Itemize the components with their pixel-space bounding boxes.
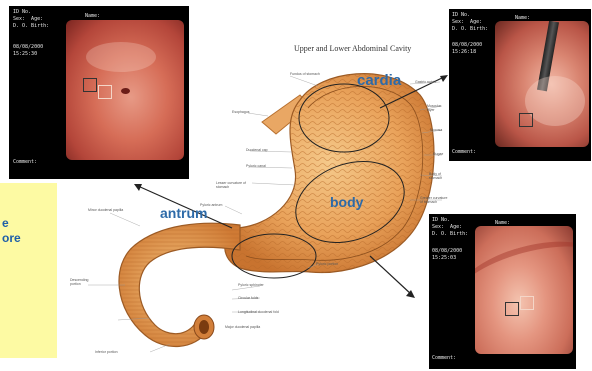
- label-body-of-stomach: Body of stomach: [429, 172, 449, 180]
- endoscopy-panel-3: ID No. Name: Sex: Age: D. O. Birth: 08/0…: [429, 214, 576, 369]
- panel-3-endoscopy-image: [475, 226, 573, 354]
- label-body: body: [330, 194, 363, 210]
- panel-2-time: 15:26:18: [452, 49, 476, 55]
- panel-2-id: ID No.: [452, 12, 470, 18]
- label-inferior-portion: Inferior portion: [95, 350, 137, 354]
- panel-1-time: 15:25:30: [13, 51, 37, 57]
- label-greater-curvature: Greater curvature of stomach: [420, 196, 448, 204]
- panel-1-name: Name:: [85, 13, 100, 19]
- label-longitudinal-fold: Longitudinal duodenal fold: [238, 310, 279, 314]
- panel-2-comment: Comment:: [452, 149, 476, 155]
- panel-3-time: 15:25:03: [432, 255, 456, 261]
- panel-1-dob: D. O. Birth:: [13, 23, 49, 29]
- label-mucosa: Mucosa: [430, 128, 442, 132]
- label-major-papilla: Major duodenal papilla: [225, 325, 267, 329]
- endoscopy-panel-1: ID No. Name: Sex: Age: D. O. Birth: 08/0…: [9, 6, 189, 179]
- panel-2-sex-age: Sex: Age:: [452, 19, 482, 25]
- panel-3-sex-age: Sex: Age:: [432, 224, 462, 230]
- label-circular-folds: Circular folds: [238, 296, 258, 300]
- label-duodenal-cap: Duodenal cap: [246, 148, 268, 152]
- label-lesser-curvature: Lesser curvature of stomach: [216, 181, 256, 189]
- panel-3-id: ID No.: [432, 217, 450, 223]
- label-fundus: Fundus of stomach: [290, 72, 320, 76]
- panel-3-date: 08/08/2000: [432, 248, 462, 254]
- panel-3-dob: D. O. Birth:: [432, 231, 468, 237]
- panel-1-endoscopy-image: [66, 20, 184, 160]
- label-descending-portion: Descending portion: [70, 278, 92, 286]
- label-pyloric-sphincter: Pyloric sphincter: [238, 283, 264, 287]
- endoscopy-panel-2: ID No. Name: Sex: Age: D. O. Birth: 08/0…: [449, 9, 591, 161]
- panel-1-date: 08/08/2000: [13, 44, 43, 50]
- panel-2-endoscopy-image: [495, 21, 589, 147]
- label-antrum: antrum: [160, 205, 207, 221]
- panel-3-comment: Comment:: [432, 355, 456, 361]
- label-pyloric-portion: Pyloric portion: [316, 262, 338, 266]
- label-esophagus: Esophagus: [232, 110, 250, 114]
- panel-2-dob: D. O. Birth:: [452, 26, 488, 32]
- label-cardia: cardia: [357, 72, 401, 89]
- label-minor-papilla: Minor duodenal papilla: [88, 208, 128, 212]
- panel-1-comment: Comment:: [13, 159, 37, 165]
- label-gastric-notch: Gastric notch: [415, 80, 436, 84]
- label-muscular-layer: Muscular layer: [427, 104, 449, 112]
- panel-2-date: 08/08/2000: [452, 42, 482, 48]
- panel-1-id: ID No.: [13, 9, 31, 15]
- label-rugae: Rugae: [433, 152, 443, 156]
- label-pyloric-canal: Pyloric canal: [246, 164, 266, 168]
- panel-1-sex-age: Sex: Age:: [13, 16, 43, 22]
